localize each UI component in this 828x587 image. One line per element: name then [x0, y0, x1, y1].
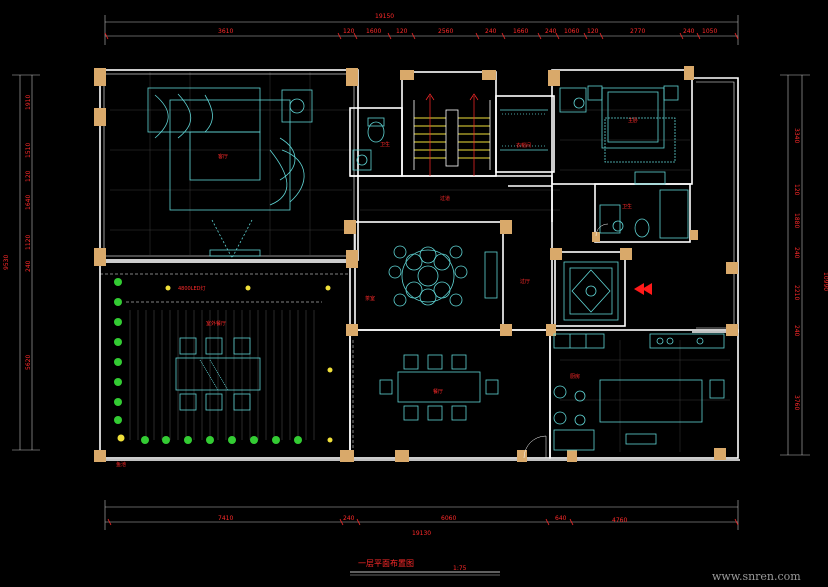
dim-top-6: 240 [485, 28, 497, 35]
dim-right-1: 3340 [793, 128, 800, 143]
dim-right-4: 240 [793, 247, 800, 259]
dim-bottom-4: 640 [555, 515, 567, 522]
curtain-lines [100, 273, 354, 450]
dim-top-7: 1660 [513, 28, 528, 35]
room-label-corridor: 过道 [440, 195, 450, 202]
stair-frame [413, 100, 491, 170]
dim-left-5: 1120 [25, 235, 32, 250]
dim-bottom-3: 6060 [441, 515, 456, 522]
watermark: www.snren.com [712, 570, 801, 583]
dim-top-total: 19150 [375, 13, 394, 20]
dim-top-3: 1600 [366, 28, 381, 35]
dim-left-1: 1910 [25, 95, 32, 110]
floor-tile-grid [110, 72, 730, 452]
dim-right-5: 2210 [793, 285, 800, 300]
dim-top-13: 1050 [702, 28, 717, 35]
dim-top-11: 2770 [630, 28, 645, 35]
dim-top-10: 120 [587, 28, 599, 35]
dim-left-2: 1510 [25, 143, 32, 158]
dim-top-4: 120 [396, 28, 408, 35]
drawing-title-block: 一层平面布置图 1:75 [350, 558, 500, 576]
room-label-bath1: 卫生 [380, 141, 390, 148]
room-label-master: 主卧 [628, 117, 638, 124]
dimension-lines [12, 15, 810, 530]
dimension-ticks [104, 32, 739, 526]
room-label-kitchen: 厨房 [570, 373, 580, 380]
lamp-note: 4800LED灯 [178, 285, 206, 292]
furniture [147, 85, 725, 451]
stair-treads [414, 117, 490, 159]
structural-columns [94, 66, 738, 462]
dim-bottom-1: 7410 [218, 515, 233, 522]
dim-left-7: 5620 [25, 355, 32, 370]
sofa-main [147, 87, 261, 133]
dim-top-12: 240 [683, 28, 695, 35]
room-label-living: 客厅 [218, 153, 228, 160]
room-labels: 客厅 卫生 过道 衣帽间 主卧 卫生 茶室 过厅 室外餐厅 餐厅 厨房 4800… [116, 117, 638, 468]
dim-bottom-total: 19130 [412, 530, 431, 537]
drawing-title: 一层平面布置图 [358, 558, 414, 568]
dim-left-total: 9530 [3, 255, 10, 270]
room-label-hall: 过厅 [520, 278, 530, 285]
stair-arrows [425, 93, 479, 176]
drawing-scale: 1:75 [453, 565, 467, 572]
lamps [117, 285, 333, 443]
dim-top-9: 1060 [564, 28, 579, 35]
dimension-texts: 19150 3610 120 1600 120 2560 240 1660 24… [3, 13, 828, 537]
room-label-bath2: 卫生 [622, 203, 632, 210]
dim-top-5: 2560 [438, 28, 453, 35]
room-label-dining-ext: 室外餐厅 [206, 320, 226, 327]
entry-arrow-icon [634, 283, 652, 295]
dim-right-3: 1880 [793, 213, 800, 228]
room-label-tea: 茶室 [365, 295, 375, 302]
dim-right-6: 240 [793, 325, 800, 337]
dim-bottom-2: 240 [343, 515, 355, 522]
dim-left-4: 1640 [25, 195, 32, 210]
planter-plants [114, 278, 302, 444]
dim-top-8: 240 [545, 28, 557, 35]
dim-right-total: 10990 [822, 272, 828, 291]
dim-top-2: 120 [343, 28, 355, 35]
room-label-dining: 餐厅 [433, 388, 443, 395]
deck-hatching [129, 310, 315, 440]
dim-top-1: 3610 [218, 28, 233, 35]
dim-right-2: 120 [793, 184, 800, 196]
dim-right-7: 3760 [793, 395, 800, 410]
room-label-cloak: 衣帽间 [516, 142, 531, 149]
dim-left-6: 240 [25, 260, 32, 272]
dim-bottom-5: 4760 [612, 517, 627, 524]
pool-note: 鱼池 [116, 461, 126, 468]
dim-left-3: 120 [25, 170, 32, 182]
door-swings [523, 223, 609, 459]
